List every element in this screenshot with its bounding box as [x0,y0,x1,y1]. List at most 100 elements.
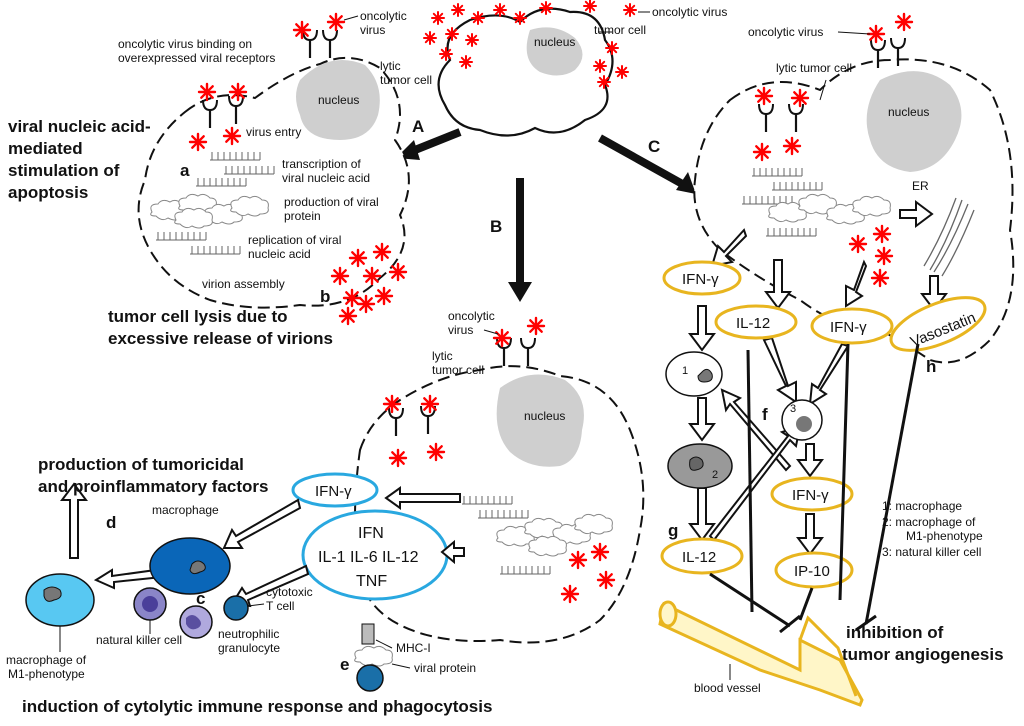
panel-b-cytokine-2: IL-1 IL-6 IL-12 [318,549,419,566]
panel-a-binding-2: overexpressed viral receptors [118,51,275,65]
panel-a-replication-2: nucleic acid [248,247,311,261]
tcell-small [223,595,249,621]
panel-c-ifn-low: IFN-γ [792,487,829,504]
panel-b-production-1: production of tumoricidal [38,455,244,474]
panel-a-production-2: protein [284,209,321,223]
panel-b-lytic-1: lytic [432,349,453,363]
panel-c-ifn-right-pill [810,307,894,345]
panel-a-heading-1: viral nucleic acid- [8,117,151,136]
panel-c-cell-1-num: 1 [682,365,688,377]
panel-c-legend-2a: 2: macrophage of [882,515,976,529]
panel-a-letter-b: b [320,287,330,306]
panel-b-viral-protein: viral protein [414,661,476,675]
panel-b-ifn-gamma-pill [291,472,379,508]
panel-c-legend-1: 1: macrophage [882,499,962,513]
inhibition-icon [709,343,920,634]
panel-b-neutro-1: neutrophilic [218,627,279,641]
branch-label-b: B [490,217,502,236]
panel-c-nucleus-label: nucleus [888,105,929,119]
top-oncolytic-virus-label: oncolytic virus [652,5,727,19]
panel-b-neutro-2: granulocyte [218,641,280,655]
panel-b-macrophage-label: macrophage [152,503,219,517]
panel-b-bottom-heading: induction of cytolytic immune response a… [22,697,492,716]
panel-a-virus-entry: virus entry [246,125,301,139]
panel-c-oncolytic-virus: oncolytic virus [748,25,823,39]
macrophage-cell [149,537,231,595]
panel-c-legend-3: 3: natural killer cell [882,545,981,559]
panel-b-production-2: and proinflammatory factors [38,477,269,496]
panel-a-oncolytic-2: virus [360,23,385,37]
panel-b-m1-2: M1-phenotype [8,667,85,681]
panel-a-production-1: production of viral [284,195,379,209]
m1-macrophage-cell [25,573,95,627]
nucleus-icon [866,71,962,172]
panel-a-transcription-1: transcription of [282,157,361,171]
panel-c-inhibition-1: inhibition of [846,623,944,642]
panel-a-heading-3: stimulation of [8,161,120,180]
panel-b-cyto-1: cytotoxic [266,585,313,599]
panel-a-letter-a: a [180,161,190,180]
branch-label-a: A [412,117,424,136]
panel-c-hollow-arrows [688,200,948,556]
panel-a-lysis-2: excessive release of virions [108,329,333,348]
panel-a-heading-4: apoptosis [8,183,88,202]
panel-a-lytic-2: tumor cell [380,73,432,87]
panel-a-lysis-1: tumor cell lysis due to [108,307,288,326]
panel-c-inhibition-2: tumor angiogenesis [842,645,1004,664]
panel-b-letter-d: d [106,513,116,532]
viral-receptor-icon [321,28,339,60]
blood-vessel-icon [658,600,864,707]
panel-b-mhc: MHC-I [396,641,431,655]
panel-b-oncolytic-2: virus [448,323,473,337]
panel-c-ifn-right: IFN-γ [830,319,867,336]
panel-c-ifn-left: IFN-γ [682,271,719,288]
panel-b-cytokine-1: IFN [358,525,384,542]
panel-a-assembly: virion assembly [202,277,285,291]
panel-b-m1-1: macrophage of [6,653,87,667]
panel-b-cyto-2: T cell [266,599,294,613]
tcell-bottom [356,664,384,692]
panel-c-letter-f: f [762,405,768,424]
panel-c-cell-2-num: 2 [712,469,718,481]
panel-c-cell-3-num: 3 [790,403,796,415]
er-icon [923,197,975,277]
panel-c-letter-g: g [668,521,678,540]
panel-a-cell: nucleus [137,56,410,309]
nucleus-icon [526,27,583,76]
panel-c-il12-mid: IL-12 [736,315,770,332]
panel-c-vasostatin-pill [889,296,987,352]
panel-a-heading-2: mediated [8,139,83,158]
nucleus-icon [296,60,380,140]
panel-c-il12-low: IL-12 [682,549,716,566]
panel-b-nucleus-label: nucleus [524,409,565,423]
panel-b-oncolytic-1: oncolytic [448,309,495,323]
panel-c-ifn-left-pill [662,260,742,296]
panel-b-letter-c: c [196,589,205,608]
panel-c-letter-h: h [926,357,936,376]
panel-b-lytic-2: tumor cell [432,363,484,377]
panel-b-nk-label: natural killer cell [96,633,182,647]
mhc-icon [361,623,375,645]
panel-c-er: ER [912,179,929,193]
panel-a-nucleus-label: nucleus [318,93,359,107]
top-tumor-cell: nucleus [437,7,614,137]
panel-c-blood-vessel: blood vessel [694,681,761,695]
panel-b-cytokine-3: TNF [356,573,387,590]
panel-a-oncolytic-1: oncolytic [360,9,407,23]
arrow-icon [396,128,696,302]
panel-c-il12-pill [714,304,798,340]
panel-c-ip10-pill [774,551,854,589]
nucleus-icon [496,374,584,467]
panel-c-cell-1 [665,351,723,397]
panel-c-ifn-low-pill [770,476,854,512]
panel-b-letter-e: e [340,655,349,674]
panel-c-il12-low-pill [660,537,744,575]
panel-a-lytic-1: lytic [380,59,401,73]
branch-label-c: C [648,137,660,156]
panel-c-legend-2b: M1-phenotype [906,529,983,543]
panel-a-binding-1: oncolytic virus binding on [118,37,252,51]
top-tumor-cell-label: tumor cell [594,23,646,37]
top-nucleus-label: nucleus [534,35,575,49]
